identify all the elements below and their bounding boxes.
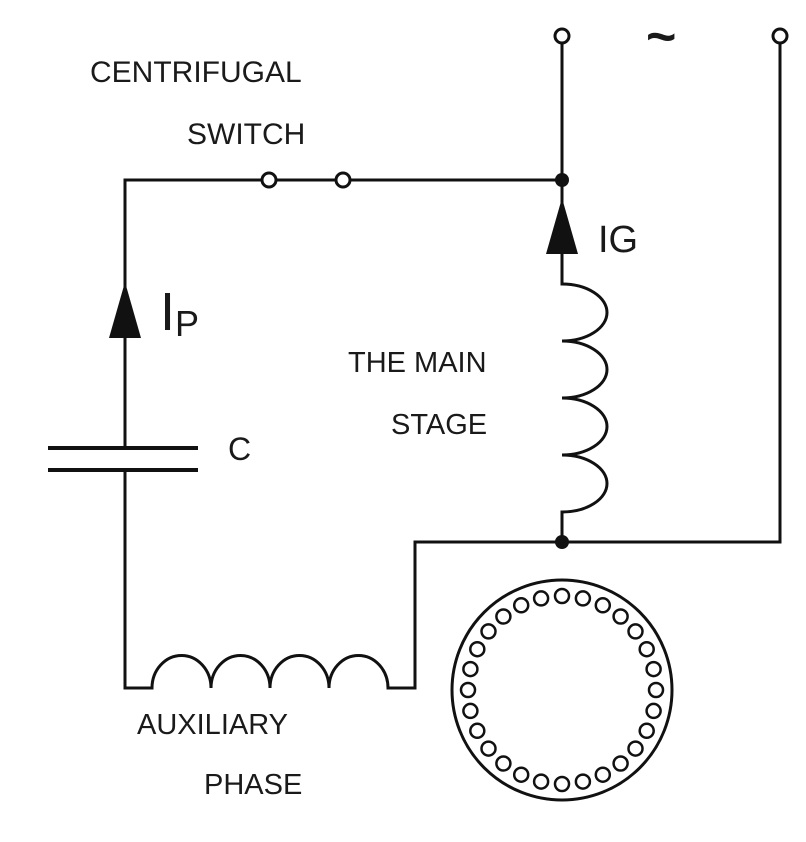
terminal-left — [553, 27, 571, 45]
rotor-bar — [638, 640, 655, 658]
main-stage-inductor — [561, 282, 609, 514]
rotor-bar — [574, 773, 592, 790]
rotor-bar — [553, 587, 571, 605]
rotor-bar — [645, 660, 662, 678]
junction-bottom — [555, 535, 569, 549]
wires — [123, 40, 782, 690]
rotor-outer-ring — [450, 578, 674, 802]
switch-contact-right — [334, 171, 352, 189]
rotor-bar — [495, 755, 512, 772]
rotor-bar — [594, 597, 612, 614]
rotor-bar — [638, 722, 655, 740]
capacitor-label: C — [228, 431, 251, 467]
rotor-bar — [462, 702, 479, 720]
auxiliary-label-line1: AUXILIARY — [137, 709, 288, 741]
rotor-bar — [612, 755, 629, 772]
ip-label: IP — [160, 282, 199, 344]
auxiliary-phase-inductor — [150, 653, 390, 689]
junction-top — [555, 173, 569, 187]
rotor-bar — [594, 766, 612, 783]
terminal-right — [771, 27, 789, 45]
rotor-bar — [645, 702, 662, 720]
rotor-bar — [574, 590, 592, 607]
rotor-bar — [459, 681, 477, 699]
centrifugal-label: CENTRIFUGAL — [90, 56, 302, 89]
rotor-bar — [553, 775, 571, 793]
ig-arrow-icon — [546, 198, 578, 254]
rotor-bar — [512, 597, 530, 614]
rotor-bar — [495, 608, 512, 625]
auxiliary-label-line2: PHASE — [204, 769, 302, 801]
main-stage-label-line1: THE MAIN — [348, 347, 487, 379]
rotor-bar — [627, 623, 644, 640]
rotor-bar — [480, 623, 497, 640]
rotor-bars — [459, 587, 665, 793]
rotor-bar — [532, 590, 550, 607]
rotor-bar — [532, 773, 550, 790]
ip-arrow-icon — [109, 282, 141, 338]
rotor-bar — [462, 660, 479, 678]
right-wire — [560, 40, 782, 544]
rotor-bar — [469, 722, 486, 740]
switch-contact-left — [260, 171, 278, 189]
aux-wire-right — [386, 540, 564, 690]
rotor-bar — [469, 640, 486, 658]
switch-label: SWITCH — [187, 118, 305, 151]
rotor — [450, 578, 674, 802]
ig-label: IG — [598, 219, 638, 261]
rotor-bar — [612, 608, 629, 625]
left-wire-lower — [123, 468, 154, 690]
rotor-bar — [512, 766, 530, 783]
rotor-bar — [480, 740, 497, 757]
rotor-bar — [627, 740, 644, 757]
main-stage-label-line2: STAGE — [391, 409, 487, 441]
rotor-bar — [647, 681, 665, 699]
ac-source-symbol: ~ — [646, 8, 676, 66]
